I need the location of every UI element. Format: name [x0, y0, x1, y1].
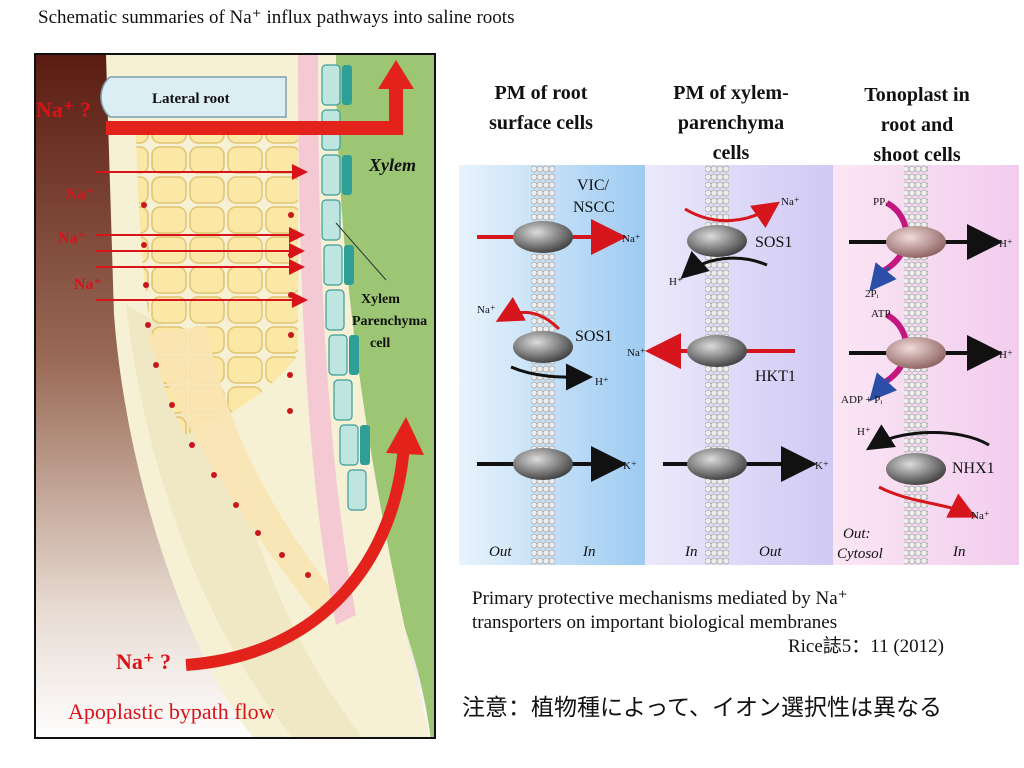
h-col3-nhx1: H⁺	[857, 426, 871, 438]
nhx1-label: NHX1	[952, 460, 995, 477]
membrane-transporter-panel: PM of root surface cells PM of xylem- pa…	[459, 77, 1019, 565]
slide-title: Schematic summaries of Na⁺ influx pathwa…	[38, 7, 515, 28]
two-pi-label: 2Pᵢ	[865, 288, 879, 300]
col1-header-line1: PM of root	[495, 82, 588, 104]
vatpase-protein	[886, 337, 946, 369]
col3-header-line2: root and	[881, 114, 953, 136]
xylem-parenchyma-label-1: Xylem	[361, 292, 400, 307]
k-col1: K⁺	[623, 460, 637, 472]
col2-header-line2: parenchyma	[678, 112, 784, 134]
col3-header-line3: shoot cells	[873, 144, 960, 166]
na-bottom-label: Na⁺ ?	[116, 649, 171, 674]
na-left-label-1: Na⁺	[66, 186, 94, 203]
in-label-col1: In	[582, 544, 596, 560]
sos1-protein-col1	[513, 331, 573, 363]
out-label-col3: Out:	[843, 526, 871, 542]
xylem-label: Xylem	[368, 155, 416, 175]
sos1-label-col1: SOS1	[575, 328, 612, 345]
col3-header-line1: Tonoplast in	[864, 84, 969, 106]
hkt1-label: HKT1	[755, 368, 796, 385]
caption-line-2: transporters on important biological mem…	[472, 612, 838, 633]
adp-pi-label: ADP + Pᵢ	[841, 394, 882, 406]
in-label-col2: In	[684, 544, 698, 560]
na-col1-sos1: Na⁺	[477, 304, 496, 316]
col1-header-line2: surface cells	[489, 112, 593, 134]
na-col3-nhx1: Na⁺	[971, 510, 990, 522]
na-col2-hkt1: Na⁺	[627, 347, 646, 359]
apoplastic-label: Apoplastic bypath flow	[68, 699, 275, 724]
xylem-parenchyma-label-3: cell	[370, 336, 390, 351]
k-channel-protein-col1	[513, 448, 573, 480]
hkt1-protein	[687, 335, 747, 367]
h-col1: H⁺	[595, 376, 609, 388]
na-col1-top: Na⁺	[622, 233, 641, 245]
vic-label: VIC/	[577, 177, 610, 194]
na-col2-top: Na⁺	[781, 196, 800, 208]
xylem-parenchyma-bg	[645, 165, 833, 565]
root-schematic-svg: Na⁺ ? Lateral root Na⁺ Na⁺ Na⁺ Xylem Xyl…	[36, 55, 434, 737]
na-left-label-2: Na⁺	[58, 230, 86, 247]
h-col3-top: H⁺	[999, 238, 1013, 250]
cytosol-label-col3: Cytosol	[837, 546, 883, 562]
k-channel-protein-col2	[687, 448, 747, 480]
h-col3-mid: H⁺	[999, 349, 1013, 361]
nscc-label: NSCC	[573, 199, 615, 216]
sos1-protein-col2	[687, 225, 747, 257]
root-schematic-panel: Na⁺ ? Lateral root Na⁺ Na⁺ Na⁺ Xylem Xyl…	[34, 53, 436, 739]
ppi-label: PPᵢ	[873, 196, 887, 208]
h-col2: H⁺	[669, 276, 683, 288]
caption-line-1: Primary protective mechanisms mediated b…	[472, 588, 848, 609]
in-label-col3: In	[952, 544, 966, 560]
vppase-protein	[886, 226, 946, 258]
vic-nscc-protein	[513, 221, 573, 253]
sos1-label-col2: SOS1	[755, 234, 792, 251]
out-label-col1: Out	[489, 544, 512, 560]
lateral-root-label: Lateral root	[152, 91, 230, 107]
nhx1-protein	[886, 453, 946, 485]
japanese-note: 注意：植物種によって、イオン選択性は異なる	[462, 695, 943, 721]
na-left-label-3: Na⁺	[74, 276, 102, 293]
na-top-label: Na⁺ ?	[36, 97, 91, 122]
atp-label: ATP	[871, 308, 891, 320]
out-label-col2: Out	[759, 544, 782, 560]
caption-citation: Rice誌5：11 (2012)	[787, 636, 944, 657]
figure-caption: Primary protective mechanisms mediated b…	[472, 587, 992, 659]
k-col2: K⁺	[815, 460, 829, 472]
xylem-parenchyma-label-2: Parenchyma	[352, 314, 427, 329]
col2-header-line3: cells	[713, 142, 750, 164]
col2-header-line1: PM of xylem-	[673, 82, 789, 104]
membrane-transporter-svg: PM of root surface cells PM of xylem- pa…	[459, 82, 1019, 565]
